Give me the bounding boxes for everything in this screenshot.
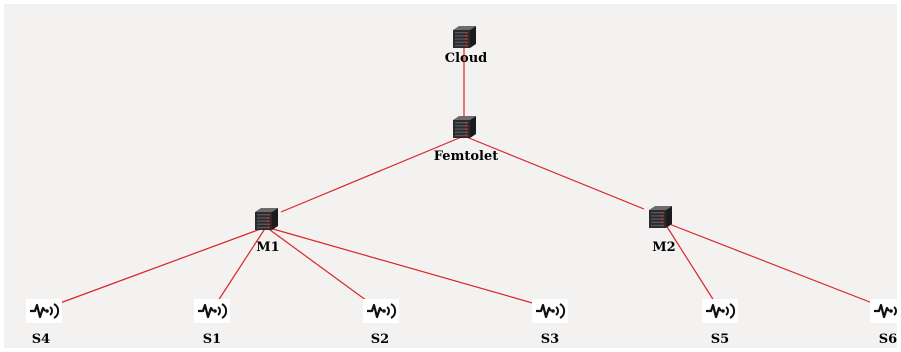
sensor-signal-icon [532,299,568,323]
node-s6[interactable]: S6 [870,299,897,347]
node-label-s3: S3 [541,332,559,347]
sensor-signal-icon [26,299,62,323]
node-label-s5: S5 [711,332,729,347]
edge-femtolet-m2 [463,135,645,210]
node-s1[interactable]: S1 [194,299,230,347]
sensor-signal-icon [702,299,738,323]
node-label-s6: S6 [879,332,897,347]
sensor-signal-icon [870,299,897,323]
edge-m2-s6 [663,221,881,307]
node-label-s1: S1 [203,332,221,347]
edge-layer [51,46,881,307]
node-label-s4: S4 [32,332,50,347]
server-icon [649,206,672,228]
edge-m1-s1 [215,226,267,305]
node-s3[interactable]: S3 [532,299,568,347]
node-s5[interactable]: S5 [702,299,738,347]
node-label-s2: S2 [371,332,389,347]
node-s4[interactable]: S4 [26,299,62,347]
node-cloud[interactable]: Cloud [445,26,488,66]
node-label-femtolet: Femtolet [434,149,498,164]
node-m2[interactable]: M2 [649,206,676,255]
server-icon [255,208,278,230]
node-femtolet[interactable]: Femtolet [434,116,498,164]
sensor-signal-icon [194,299,230,323]
sensor-signal-icon [363,299,399,323]
server-icon [453,116,476,138]
edge-m1-s3 [265,226,544,307]
node-s2[interactable]: S2 [363,299,399,347]
node-label-m2: M2 [652,240,675,255]
node-label-cloud: Cloud [445,51,488,66]
edge-m2-s5 [663,221,717,305]
edge-m1-s4 [51,226,267,307]
node-m1[interactable]: M1 [255,208,280,255]
edge-femtolet-m1 [280,135,465,213]
server-icon [453,26,476,48]
node-label-m1: M1 [256,240,279,255]
edge-m1-s2 [265,226,375,307]
